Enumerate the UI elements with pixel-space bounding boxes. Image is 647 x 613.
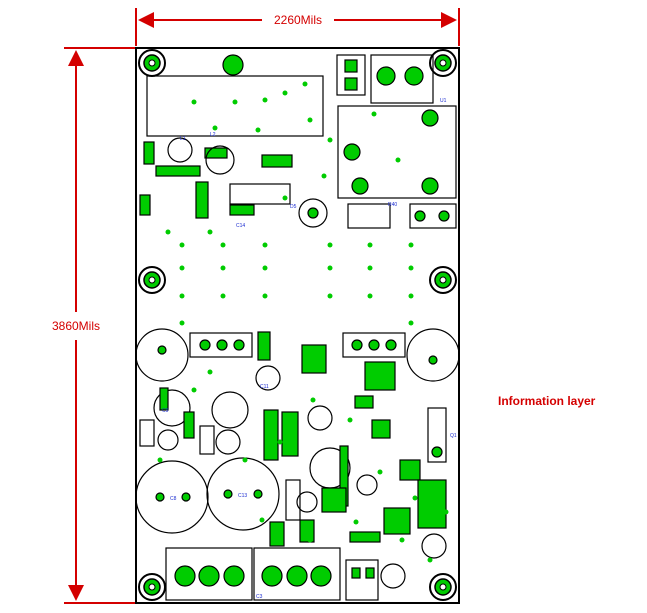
- refdes-label: Q1: [450, 433, 457, 439]
- width-dimension: 2260Mils: [135, 8, 460, 46]
- middle-section: [135, 328, 460, 481]
- refdes-label: D5: [290, 204, 297, 210]
- mounting-hole: [429, 266, 457, 294]
- vias: [157, 81, 449, 563]
- refdes-label: R40: [388, 202, 397, 208]
- relay-footprint: [337, 105, 457, 199]
- refdes-label: C9: [162, 408, 169, 414]
- height-dimension-label: 3860Mils: [52, 319, 100, 333]
- refdes-label: C13: [238, 493, 247, 499]
- refdes-label: U1: [440, 98, 447, 104]
- mounting-hole: [429, 49, 457, 77]
- refdes-label: C11: [260, 384, 269, 390]
- refdes-label: C3: [256, 594, 263, 600]
- connector-footprint: [336, 54, 366, 96]
- mounting-hole: [429, 573, 457, 601]
- regulator-footprint-2: [342, 332, 406, 358]
- transformer-footprint: [146, 75, 324, 137]
- refdes-label: L1: [180, 136, 186, 142]
- refdes-label: L2: [210, 132, 216, 138]
- refdes-label: C8: [170, 496, 177, 502]
- bottom-section: [135, 445, 447, 601]
- top-section: [139, 54, 457, 229]
- refdes-label: C14: [236, 223, 245, 229]
- reference-designators: C8 C13 C9 D5 U1 C14 Q1 C11 R40 L1 L2 C3: [162, 98, 457, 600]
- mounting-hole: [138, 266, 166, 294]
- power-jack-footprint: [370, 54, 434, 104]
- terminal-block-2: [253, 547, 341, 601]
- layer-label: Information layer: [498, 394, 596, 408]
- height-dimension: 3860Mils: [52, 47, 136, 604]
- width-dimension-label: 2260Mils: [274, 13, 322, 27]
- terminal-block-1: [165, 547, 253, 601]
- ic-footprint: [229, 183, 291, 205]
- mounting-hole: [138, 573, 166, 601]
- regulator-footprint: [189, 332, 253, 358]
